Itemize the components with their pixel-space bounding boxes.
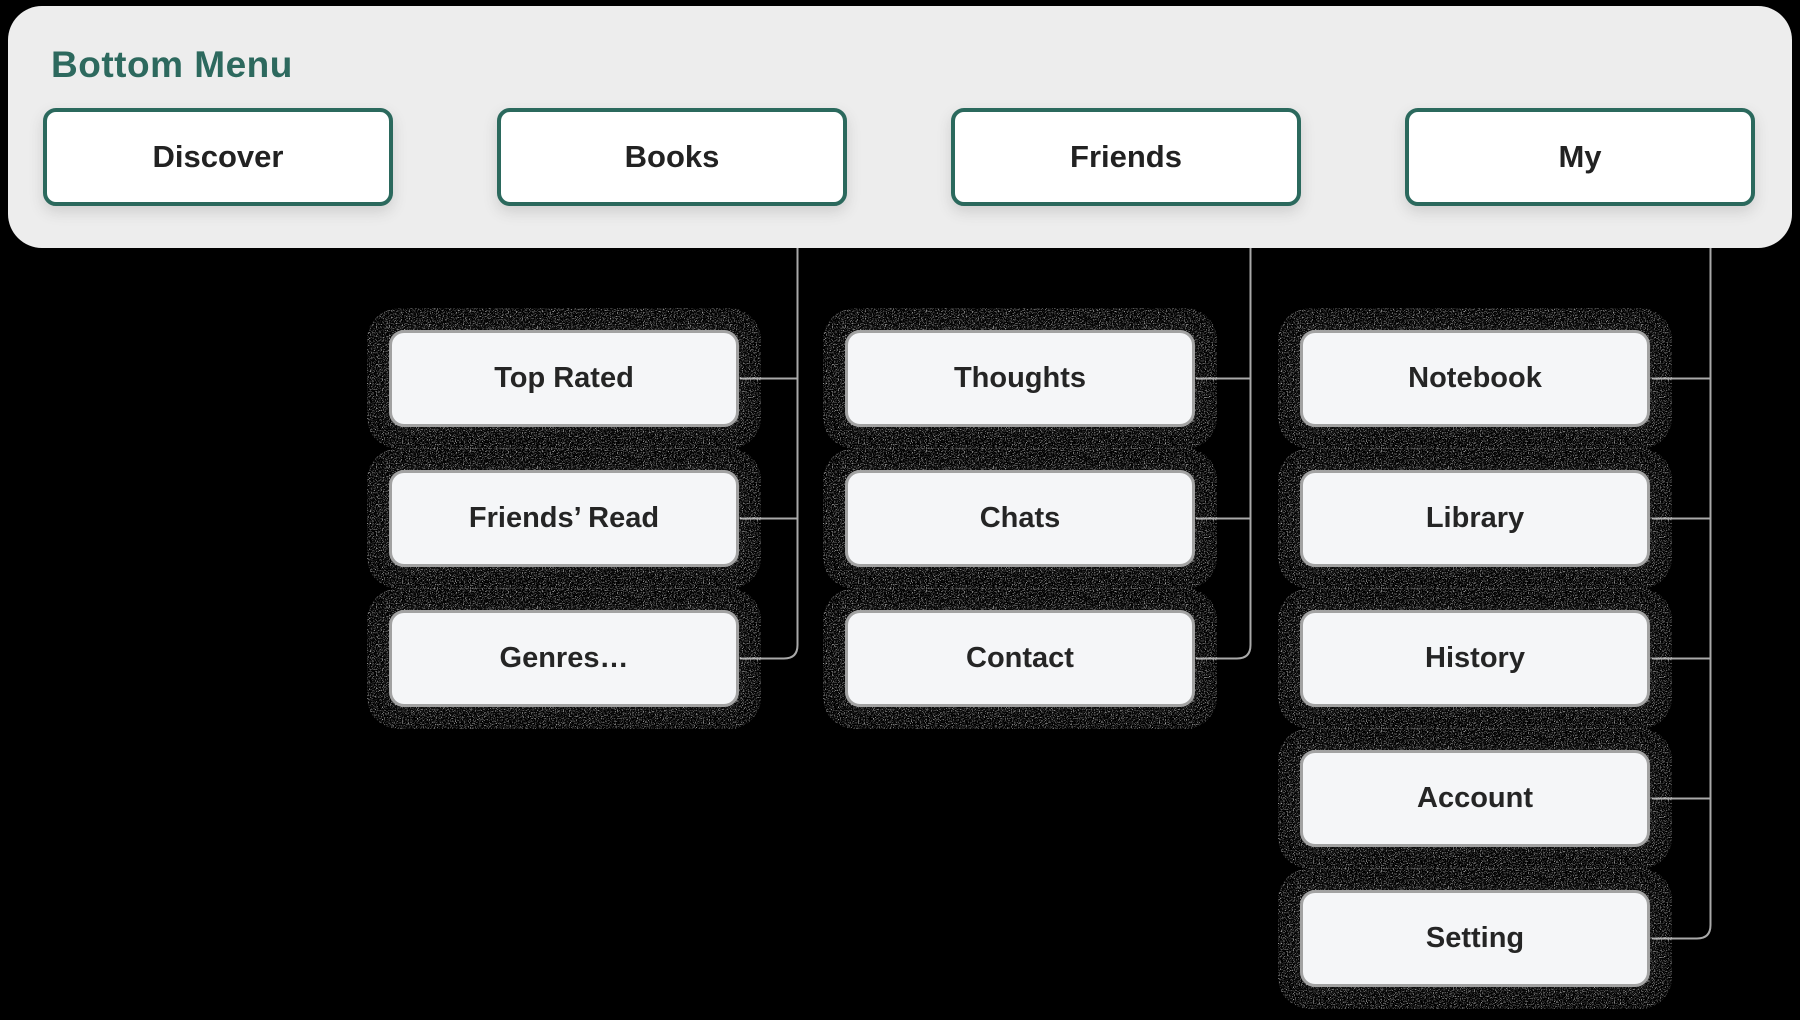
panel-title: Bottom Menu: [51, 44, 293, 85]
menu-button-label: My: [1558, 139, 1602, 174]
subnode-notebook[interactable]: Notebook: [1278, 308, 1672, 449]
subnode-history[interactable]: History: [1278, 588, 1672, 729]
connector-friends-trunk: [1196, 206, 1252, 660]
subnode-face[interactable]: Library: [1300, 470, 1650, 567]
menu-button-discover[interactable]: Discover: [43, 108, 393, 206]
subnode-face[interactable]: Account: [1300, 750, 1650, 847]
subnode-contact[interactable]: Contact: [823, 588, 1217, 729]
subnode-chats[interactable]: Chats: [823, 448, 1217, 589]
subnode-face[interactable]: Notebook: [1300, 330, 1650, 427]
subnode-thoughts[interactable]: Thoughts: [823, 308, 1217, 449]
subnode-label: Genres…: [499, 642, 629, 674]
subnode-genres[interactable]: Genres…: [367, 588, 761, 729]
menu-button-my[interactable]: My: [1405, 108, 1755, 206]
subnode-label: Friends’ Read: [468, 502, 660, 534]
menu-button-label: Friends: [1070, 139, 1182, 174]
subnode-top-rated[interactable]: Top Rated: [367, 308, 761, 449]
subnode-face[interactable]: Chats: [845, 470, 1195, 567]
subnode-label: History: [1425, 642, 1525, 674]
subnode-label: Thoughts: [953, 362, 1087, 394]
subnode-label: Account: [1417, 782, 1533, 814]
subnode-face[interactable]: Contact: [845, 610, 1195, 707]
menu-button-friends[interactable]: Friends: [951, 108, 1301, 206]
subnode-setting[interactable]: Setting: [1278, 868, 1672, 1009]
subnode-label: Contact: [966, 642, 1074, 674]
subnode-face[interactable]: Thoughts: [845, 330, 1195, 427]
menu-button-books[interactable]: Books: [497, 108, 847, 206]
subnode-face[interactable]: Friends’ Read: [389, 470, 739, 567]
menu-button-label: Books: [624, 139, 720, 174]
subnode-face[interactable]: Top Rated: [389, 330, 739, 427]
subnode-account[interactable]: Account: [1278, 728, 1672, 869]
menu-button-label: Discover: [152, 139, 284, 174]
subnode-label: Top Rated: [494, 362, 634, 394]
subnode-label: Setting: [1425, 922, 1525, 954]
subnode-face[interactable]: History: [1300, 610, 1650, 707]
subnode-label: Chats: [979, 502, 1061, 534]
connector-my-trunk: [1652, 206, 1712, 940]
subnode-library[interactable]: Library: [1278, 448, 1672, 589]
connector-books-trunk: [740, 206, 799, 660]
subnode-friends-read[interactable]: Friends’ Read: [367, 448, 761, 589]
subnode-label: Notebook: [1408, 362, 1542, 394]
subnode-face[interactable]: Setting: [1300, 890, 1650, 987]
subnode-label: Library: [1425, 502, 1525, 534]
subnode-face[interactable]: Genres…: [389, 610, 739, 707]
